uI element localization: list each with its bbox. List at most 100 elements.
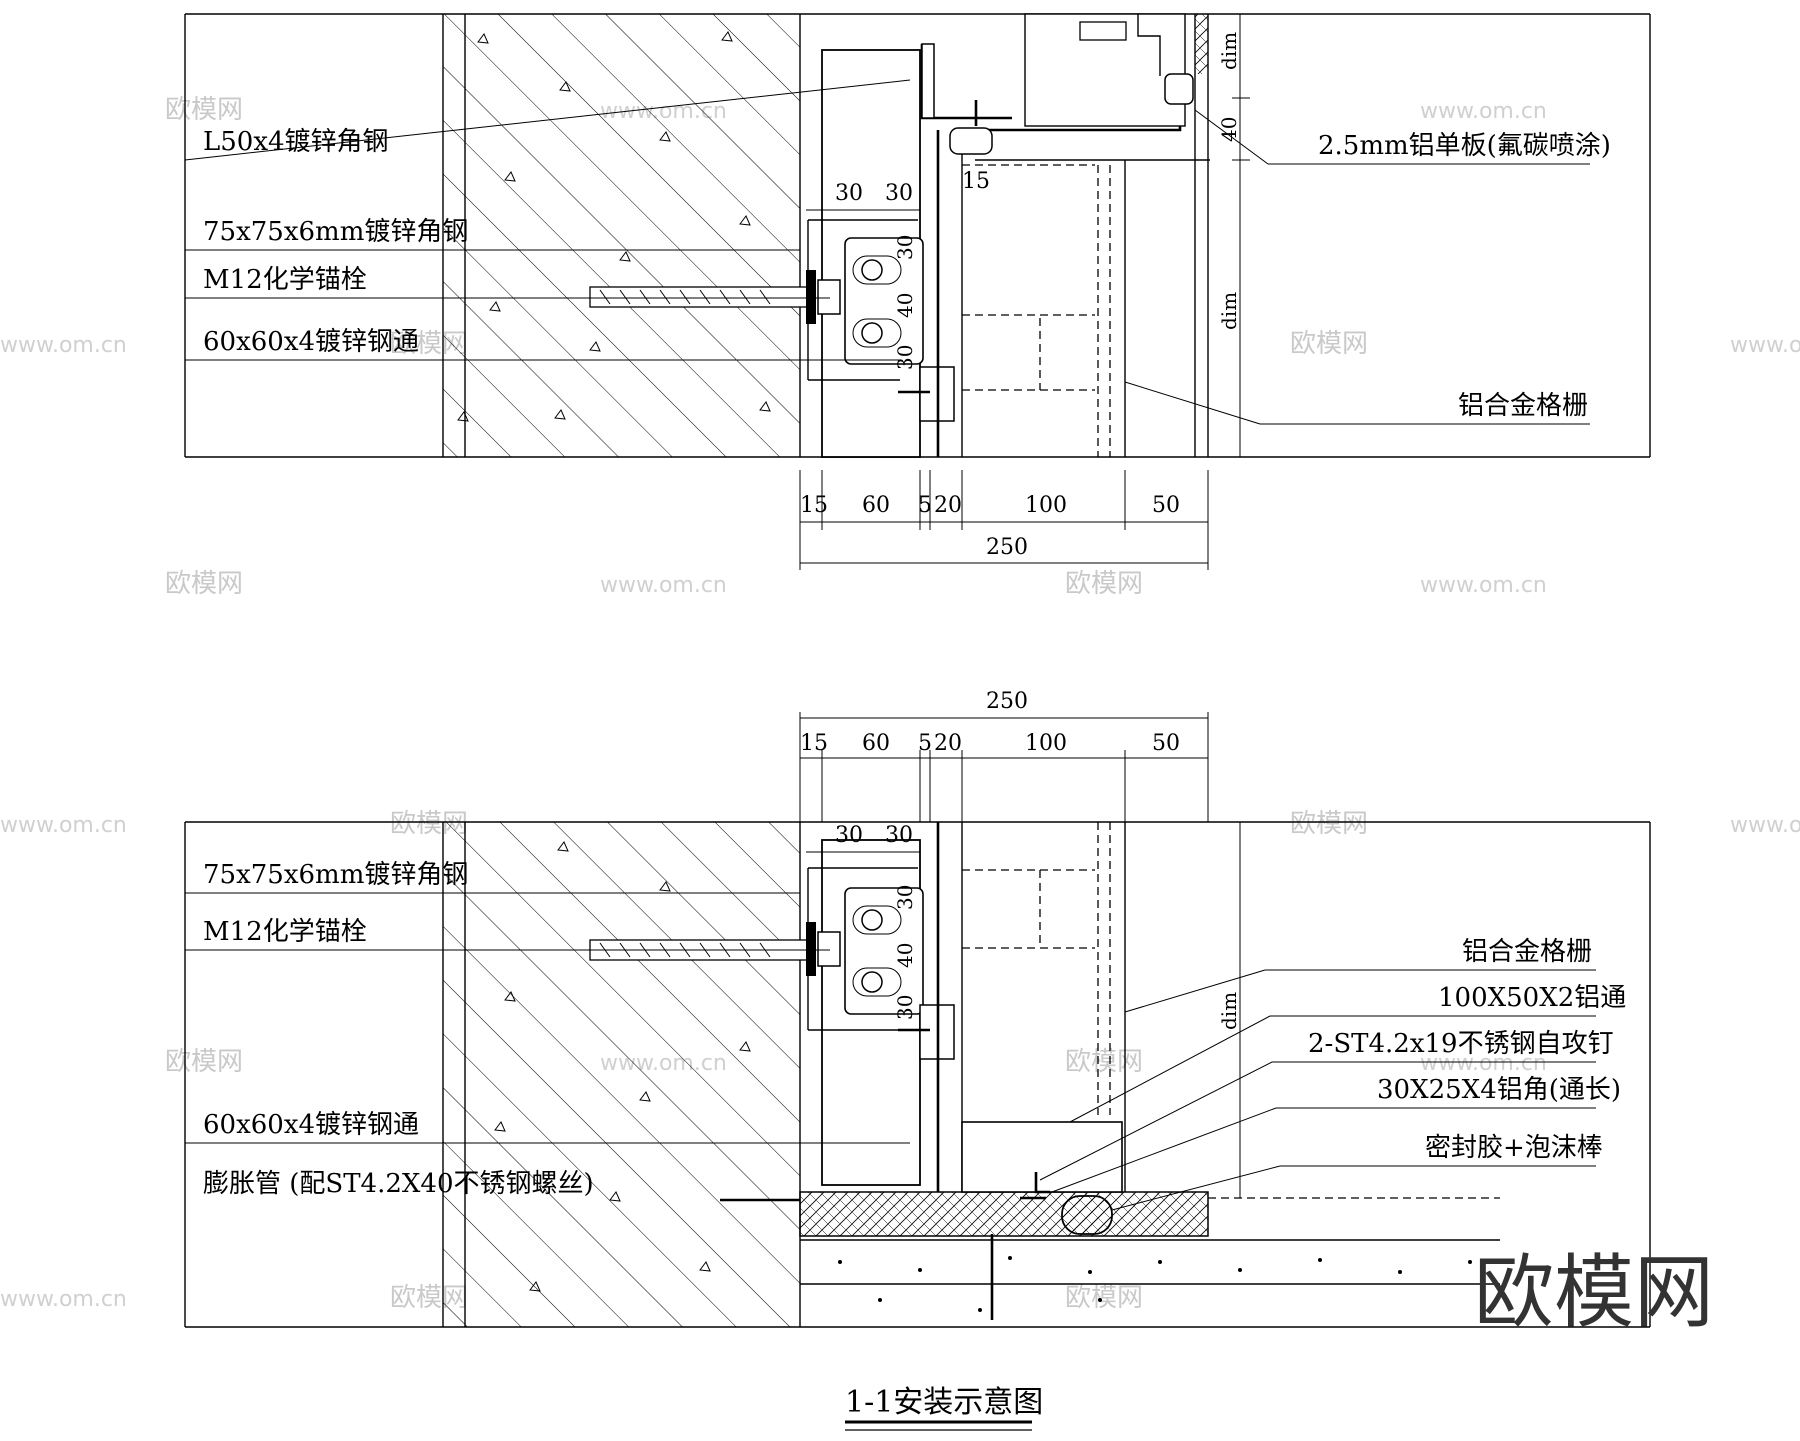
bolt-hole [861,322,883,344]
slot [852,905,902,935]
label-75-angle: 75x75x6mm镀锌角钢 [203,860,468,890]
aluminium-angle [1034,1172,1050,1194]
sealant-backing [949,127,993,155]
top-section: dim 40 dim 30 30 30 40 30 15 15 60 5 20 … [184,13,1651,570]
panel-hatch [1195,14,1208,74]
panel-bracket [1137,14,1161,76]
label-steel-tube: 60x60x4镀锌钢通 [203,1110,419,1140]
watermark-text: 欧模网 [1290,329,1368,359]
label-aluminium-angle: 30X25X4铝角(通长) [1377,1075,1621,1105]
dim-label: 15 [800,731,828,756]
label-aluminium-grille: 铝合金格栅 [1462,937,1592,967]
watermark-url: www.om.cn [0,333,127,358]
label-expansion-tube: 膨胀管 (配ST4.2X40不锈钢螺丝) [203,1169,594,1199]
dim-label: 50 [1152,493,1180,518]
dim-label: 100 [1025,731,1067,756]
watermark-url: www.om.cn [1730,333,1800,358]
watermark-url: www.om.cn [1420,99,1547,124]
anchor-washer [806,922,816,976]
dim-label: 15 [962,169,990,194]
watermark-text: 欧模网 [1065,569,1143,599]
l50-angle-leg [921,43,935,119]
dim-label: 30 [835,181,863,206]
dim-label: 5 [918,731,932,756]
slot [852,967,902,997]
watermark-url: www.om.cn [1420,1051,1547,1076]
dim-label: 30 [893,995,917,1020]
label-sealant: 密封胶+泡沫棒 [1425,1133,1603,1163]
dim-label: 30 [885,823,913,848]
dim-label: 40 [893,293,917,318]
dim-label: 15 [800,493,828,518]
screw-body [1079,21,1127,41]
aggregate-marks [494,841,751,1292]
watermark-text: 欧模网 [165,1047,243,1077]
watermark-url: www.om.cn [1420,573,1547,598]
dim-label: 40 [893,943,917,968]
dim-label: 20 [934,493,962,518]
watermark-url: www.om.cn [1730,813,1800,838]
floor-screed [799,1191,1209,1237]
dim-label: 30 [835,823,863,848]
brand-logo: 欧模网 [1474,1246,1714,1339]
dim-label: 50 [1152,731,1180,756]
dim-label: 20 [934,731,962,756]
watermark-url: www.om.cn [0,813,127,838]
leader-line [184,79,911,161]
dim-label: 30 [893,345,917,370]
label-l50-angle: L50x4镀锌角钢 [203,127,389,157]
anchor-nut [817,279,841,315]
leader-line [1194,109,1269,165]
dim-label: 60 [862,731,890,756]
anchor-washer [806,270,816,324]
dim-label: 30 [893,235,917,260]
dim-label: 5 [918,493,932,518]
slab-aggregate [838,1256,1472,1312]
dim-label: 30 [885,181,913,206]
dim-label: dim [1217,992,1241,1030]
dim-label: 250 [986,689,1028,714]
watermark-url: www.om.cn [600,573,727,598]
label-screw: 2-ST4.2x19不锈钢自攻钉 [1308,1029,1614,1059]
drawing-title: 1-1安装示意图 [845,1385,1043,1420]
bolt-hole [861,909,883,931]
label-aluminium-tube: 100X50X2铝通 [1438,983,1626,1013]
dim-label: 30 [893,885,917,910]
label-m12-anchor: M12化学锚栓 [203,265,367,295]
leader-line [1069,1015,1271,1123]
watermark-text: 欧模网 [165,569,243,599]
bottom-section: dim 250 15 60 5 20 100 50 30 30 30 40 30… [184,689,1651,1328]
concrete-wall-hatch [443,14,800,457]
slot [852,318,902,348]
leader-line [1124,969,1266,1013]
watermark-text: 欧模网 [1290,809,1368,839]
aggregate-marks [457,31,771,422]
label-aluminium-grille: 铝合金格栅 [1458,391,1588,421]
dim-label: dim [1217,32,1241,70]
dim-label: 100 [1025,493,1067,518]
watermark-text: 欧模网 [1065,1283,1143,1313]
bolt-hole [861,971,883,993]
dim-label: 250 [986,535,1028,560]
label-steel-tube: 60x60x4镀锌钢通 [203,327,419,357]
concrete-wall-hatch [443,822,800,1327]
leader-line [1124,381,1261,425]
dim-label: 60 [862,493,890,518]
aluminium-tube-100x50 [961,1121,1123,1193]
bolt-hole [861,259,883,281]
dim-label: dim [1217,292,1241,330]
watermark-text: 欧模网 [165,95,243,125]
anchor-nut [817,931,841,967]
l50-angle [920,44,1012,120]
watermark-url: www.om.cn [0,1287,127,1312]
watermark-text: 欧模网 [1065,1047,1143,1077]
drawing-title-block: 1-1安装示意图 [845,1385,1043,1431]
slot [852,255,902,285]
label-m12-anchor: M12化学锚栓 [203,917,367,947]
leader-line [1111,1165,1281,1211]
leader-line [1039,1061,1273,1181]
label-75-angle: 75x75x6mm镀锌角钢 [203,217,468,247]
leader-line [1051,1107,1277,1193]
label-aluminium-panel: 2.5mm铝单板(氟碳喷涂) [1318,131,1611,161]
sealant-backing [1164,73,1194,105]
